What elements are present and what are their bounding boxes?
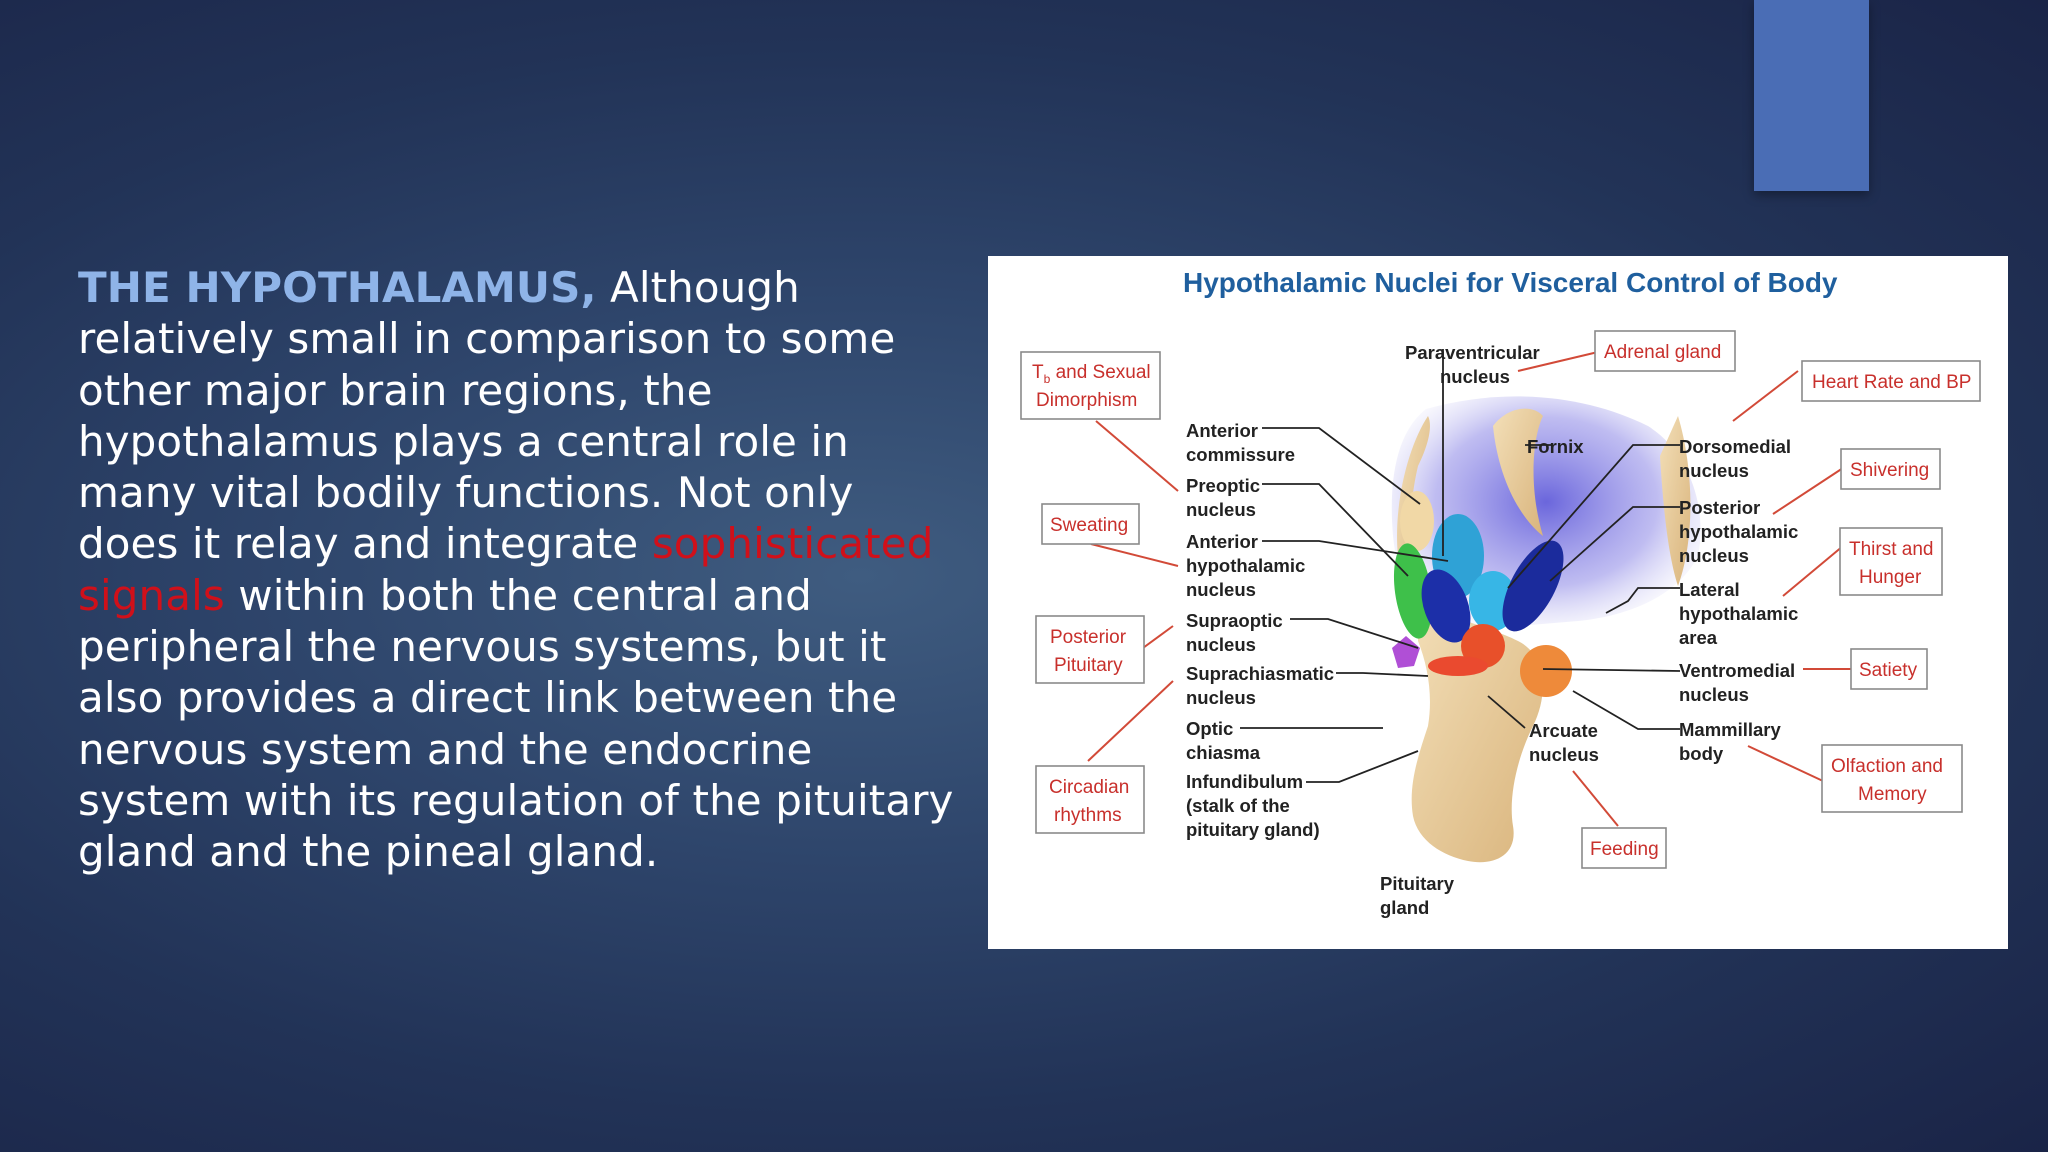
function-box-sweating: Sweating <box>1041 503 1140 545</box>
svg-text:Tb and Sexual: Tb and Sexual <box>1032 362 1151 386</box>
svg-text:Shivering: Shivering <box>1850 460 1929 481</box>
accent-bar <box>1754 0 1869 191</box>
svg-text:Satiety: Satiety <box>1859 660 1918 681</box>
arcuate-shape <box>1428 656 1488 676</box>
suprachiasmatic-shape <box>1392 636 1420 668</box>
fornix-label: Fornix <box>1527 436 1584 457</box>
slide-heading: THE HYPOTHALAMUS, <box>78 263 597 312</box>
function-box-feeding: Feeding <box>1581 827 1667 869</box>
tb-rest: and Sexual <box>1050 362 1150 383</box>
fornix-shape <box>1493 408 1543 536</box>
svg-text:Sweating: Sweating <box>1050 515 1128 536</box>
function-box-satiety: Satiety <box>1850 648 1928 690</box>
svg-text:Adrenal gland: Adrenal gland <box>1604 342 1721 363</box>
posterior-hypothalamic-shape <box>1502 540 1564 632</box>
preoptic-shape <box>1393 543 1433 639</box>
brain-illustration <box>1391 396 1701 863</box>
function-box-tb-sexual: Tb and Sexual Dimorphism <box>1020 351 1161 420</box>
thalamus-edge <box>1660 416 1691 586</box>
body-text-part1: Although relatively small in comparison … <box>78 263 896 569</box>
body-text-part2: within both the central and peripheral t… <box>78 570 954 877</box>
function-arrows <box>1087 351 1851 827</box>
figure-title: Hypothalamic Nuclei for Visceral Control… <box>1183 267 1838 298</box>
mammillary-shape <box>1520 645 1572 697</box>
function-box-shivering: Shivering <box>1840 448 1941 490</box>
slide-body-text: THE HYPOTHALAMUS, Although relatively sm… <box>78 262 958 878</box>
svg-text:Heart Rate and BP: Heart Rate and BP <box>1812 372 1971 393</box>
tb-line2: Dimorphism <box>1036 390 1137 411</box>
anterior-commissure-shape <box>1400 491 1434 551</box>
svg-text:Feeding: Feeding <box>1590 839 1659 860</box>
supraoptic-shape <box>1421 569 1471 643</box>
ventromedial-shape <box>1461 624 1505 668</box>
function-box-adrenal: Adrenal gland <box>1594 330 1736 372</box>
highlighted-text: sophisticated signals <box>78 519 934 620</box>
tb-subscript: b <box>1044 372 1051 386</box>
leader-lines <box>1240 349 1681 783</box>
tb-label: T <box>1032 362 1044 383</box>
hypothalamus-diagram: Hypothalamic Nuclei for Visceral Control… <box>1020 267 1981 918</box>
function-box-heart-rate: Heart Rate and BP <box>1801 360 1981 402</box>
hypothalamus-figure: Hypothalamic Nuclei for Visceral Control… <box>988 256 2008 949</box>
